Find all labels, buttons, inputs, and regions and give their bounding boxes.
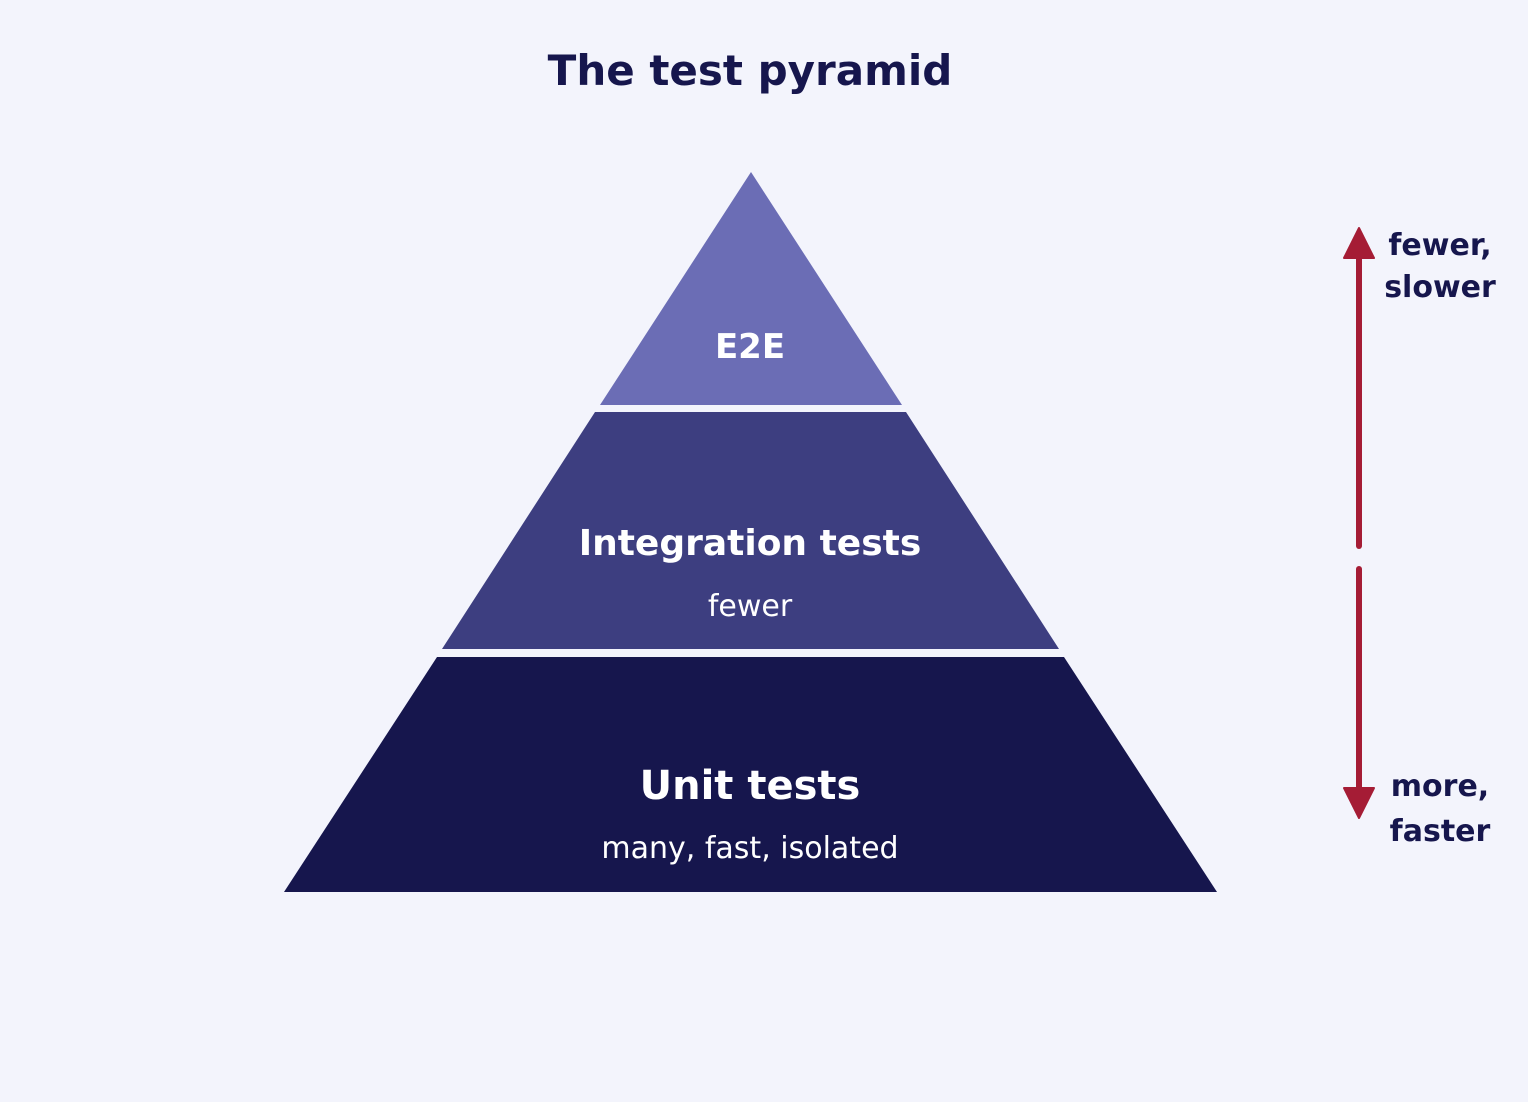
tier-sub-integration: fewer [708,589,793,624]
pyramid-tier-unit [284,657,1217,892]
diagram-title: The test pyramid [548,46,953,95]
tier-label-unit: Unit tests [640,763,861,809]
tier-label-integration: Integration tests [579,523,922,564]
up-arrow-icon [1343,227,1375,549]
tier-sub-unit: many, fast, isolated [601,831,898,866]
down-arrow-icon [1343,566,1375,819]
side-label-bottom-line2: faster [1390,814,1491,849]
pyramid-tier-e2e [600,172,902,405]
side-label-top-line1: fewer, [1388,228,1491,263]
side-label-bottom-line1: more, [1391,769,1489,804]
tier-label-e2e: E2E [715,327,785,367]
pyramid-tier-integration [442,412,1059,649]
side-label-top-line2: slower [1384,270,1496,305]
